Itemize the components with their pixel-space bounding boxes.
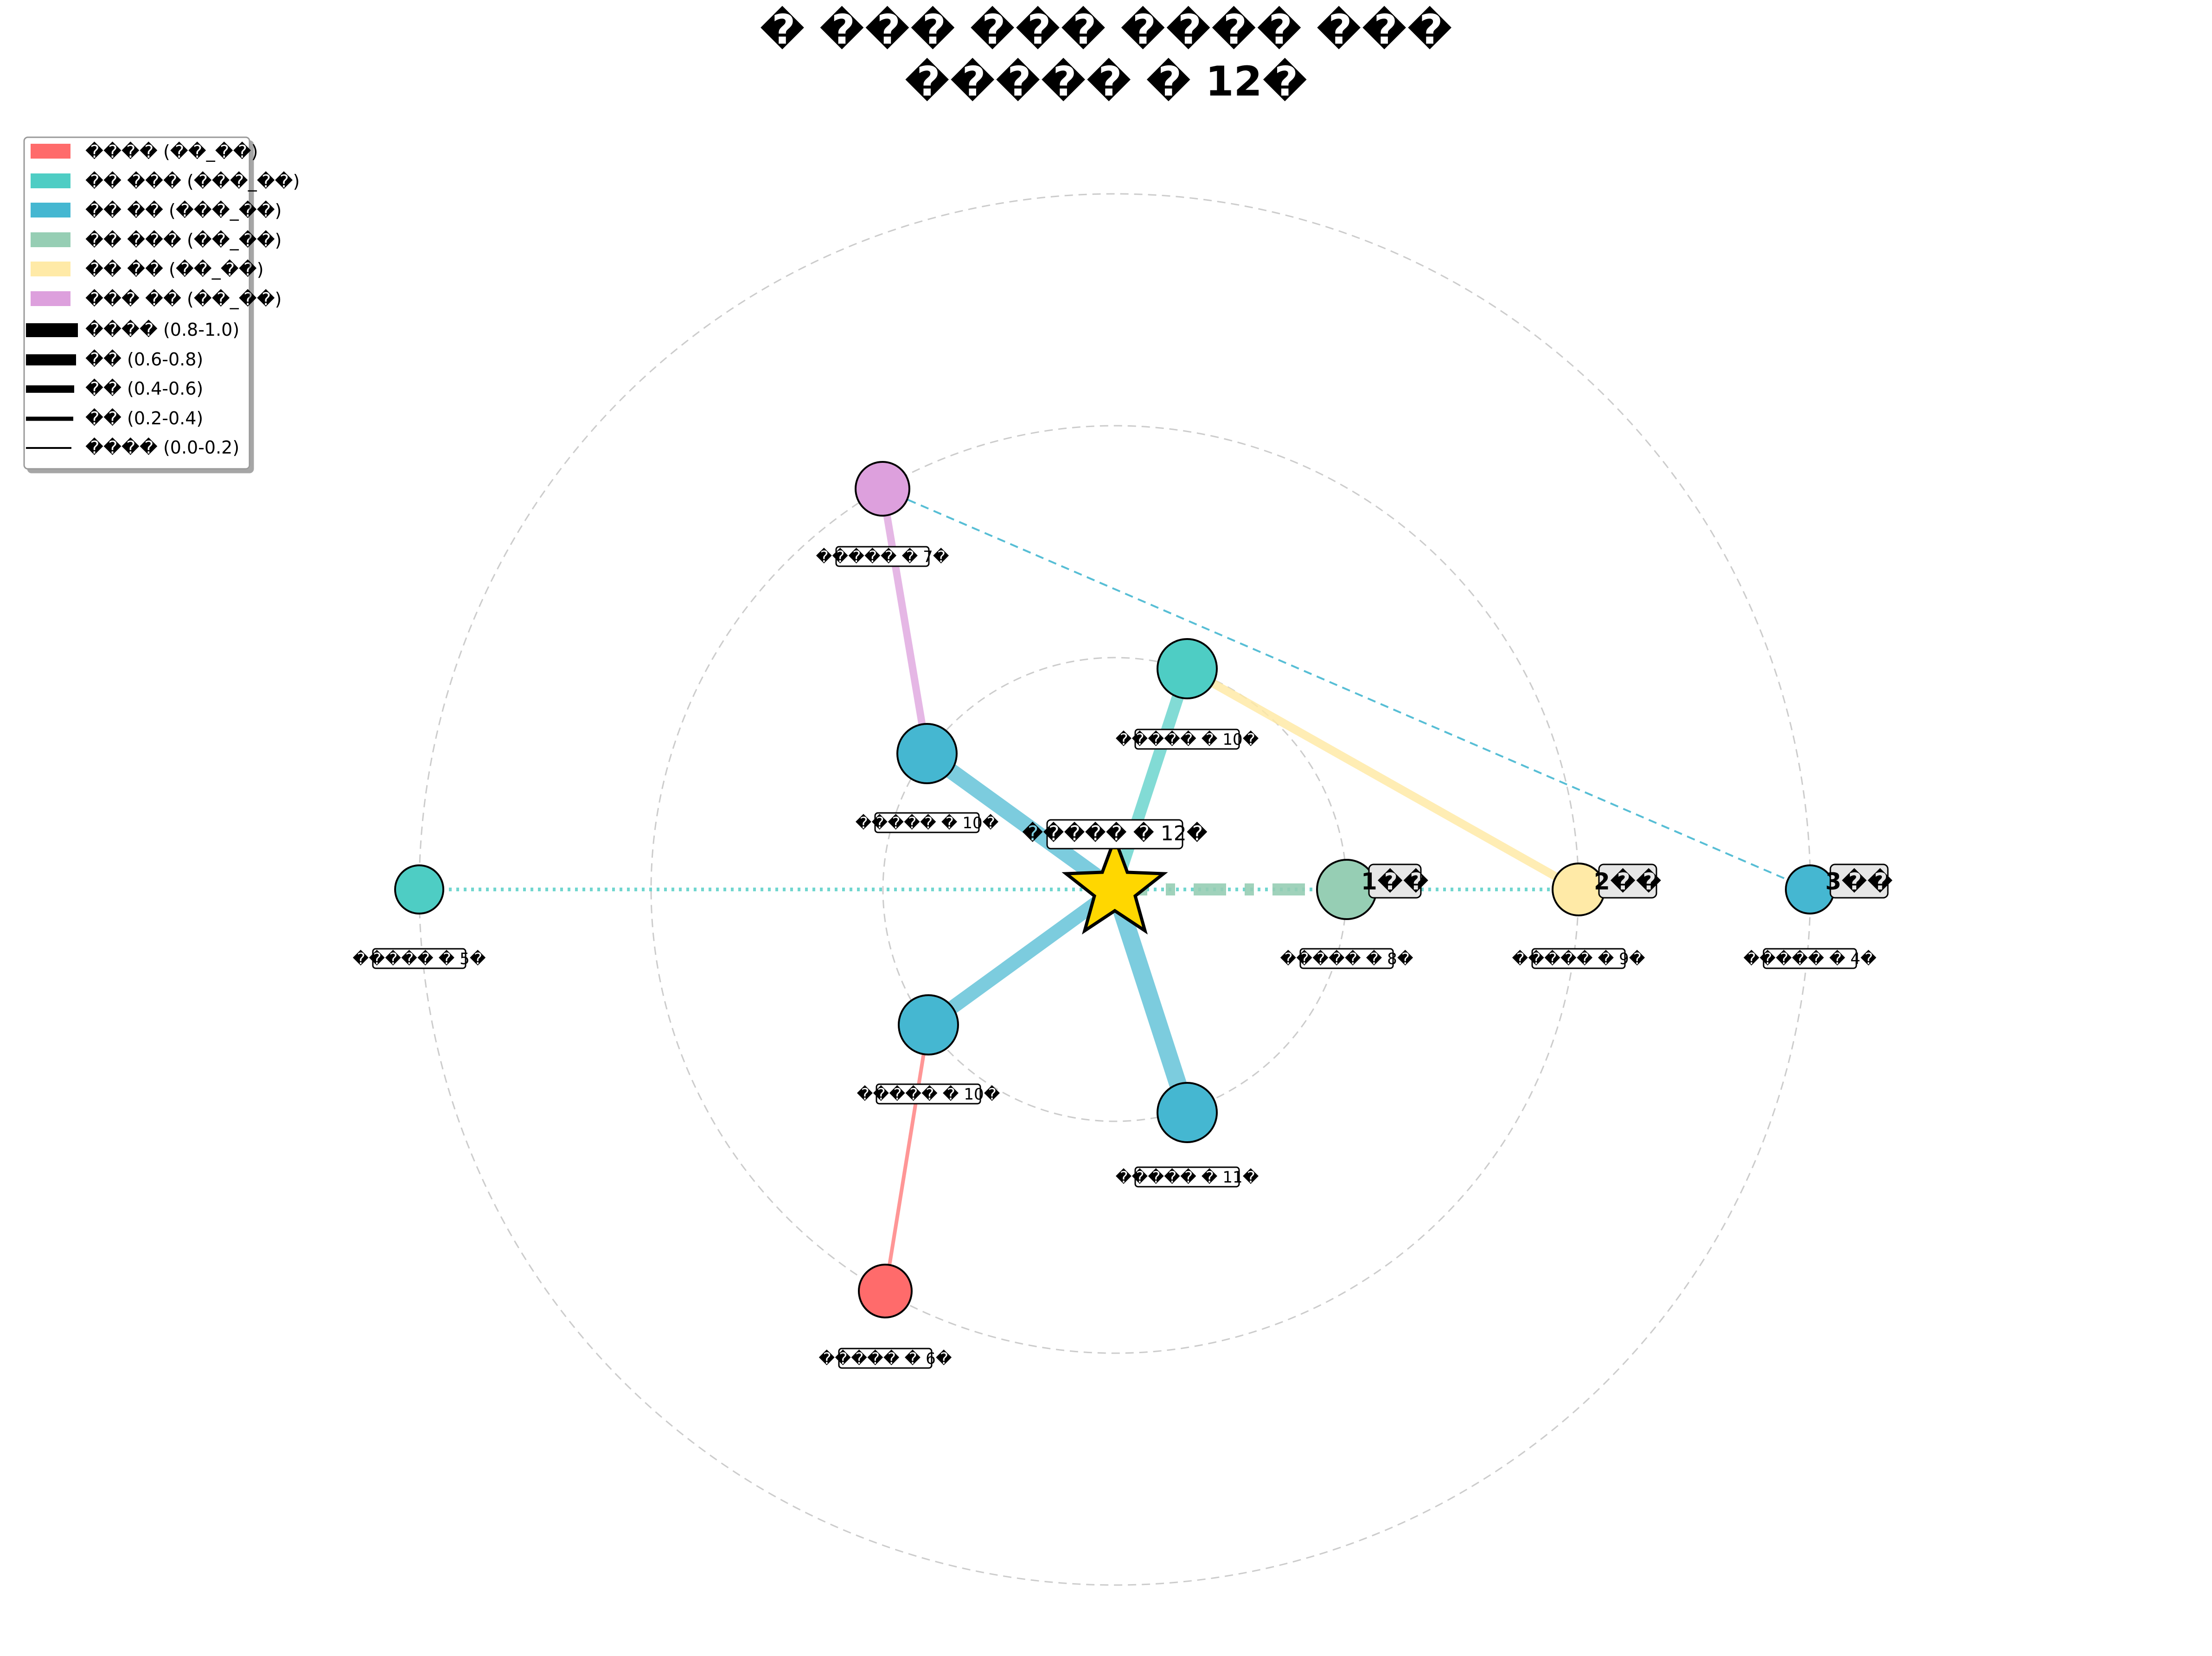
legend-label-4: �� �� (��_��) — [85, 259, 264, 280]
node-n4 — [1157, 1082, 1218, 1143]
node-label-box-n1: ����� � 10� — [1116, 729, 1259, 750]
ring-label-box-3: 3�� — [1825, 863, 1893, 899]
legend-label-1: �� ��� (���_��) — [85, 171, 300, 192]
legend-strength-label-3: �� (0.2-0.4) — [85, 408, 203, 428]
node-label-n2: ����� � 10� — [856, 814, 999, 832]
legend-label-3: �� ��� (��_��) — [85, 230, 282, 250]
node-label-box-n5: ����� � 7� — [816, 546, 949, 567]
edge-n1-n9 — [1185, 665, 1581, 893]
node-label-n7: ����� � 5� — [352, 950, 486, 968]
legend-strength-label-4: ���� (0.0-0.2) — [85, 437, 239, 458]
node-label-box-n6: ����� � 6� — [818, 1348, 952, 1369]
node-n3 — [898, 994, 959, 1055]
ring-label-box-2: 2�� — [1594, 863, 1662, 899]
edge-center-n4 — [1106, 887, 1196, 1115]
legend-label-0: ���� (��_��) — [85, 141, 258, 162]
node-label-n5: ����� � 7� — [816, 548, 949, 566]
legend-label-5: ��� �� (��_��) — [85, 289, 282, 309]
node-n5 — [855, 461, 910, 517]
legend-swatch-4 — [31, 262, 70, 276]
legend-swatch-5 — [31, 291, 70, 306]
legend-item-category-5: ��� �� (��_��) — [31, 289, 282, 309]
node-label-n6: ����� � 6� — [818, 1349, 952, 1368]
edge-n5-n10 — [882, 488, 1810, 890]
title-line-2: ����� � 12� — [904, 58, 1308, 105]
legend-item-category-2: �� �� (���_��) — [31, 200, 282, 221]
legend-swatch-0 — [31, 144, 70, 159]
node-label-n4: ����� � 11� — [1116, 1168, 1259, 1187]
node-labels: ����� � 10� ����� � 10� ����� � 10� ����… — [352, 546, 1877, 1369]
ring-label-1: 1�� — [1361, 868, 1429, 895]
legend: ���� (��_��) �� ��� (���_��) �� �� (���_… — [23, 136, 300, 470]
legend-frame — [23, 136, 250, 470]
node-label-box-n4: ����� � 11� — [1116, 1166, 1259, 1188]
node-label-box-n8: ����� � 8� — [1280, 948, 1413, 969]
edge-center-n3 — [924, 883, 1119, 1031]
center-label-box: ����� � 12� — [1022, 819, 1208, 850]
legend-strength-label-2: �� (0.4-0.6) — [85, 378, 203, 399]
legend-item-category-4: �� �� (��_��) — [31, 259, 264, 280]
node-label-box-n10: ����� � 4� — [1743, 948, 1877, 969]
legend-swatch-3 — [31, 232, 70, 247]
edge-n3-n6 — [883, 1024, 930, 1292]
legend-item-strength-3: �� (0.2-0.4) — [26, 408, 203, 428]
ring-label-box-1: 1�� — [1361, 863, 1429, 899]
legend-item-category-0: ���� (��_��) — [31, 141, 258, 162]
node-label-n3: ����� � 10� — [857, 1085, 1000, 1104]
legend-item-strength-0: ���� (0.8-1.0) — [26, 320, 239, 340]
node-n2 — [896, 723, 958, 784]
chart-title: � ��� ��� ���� ��� ����� � 12� — [0, 4, 2212, 108]
node-label-n10: ����� � 4� — [1743, 950, 1876, 968]
node-n6 — [858, 1264, 913, 1318]
node-label-box-n9: ����� � 9� — [1512, 948, 1645, 969]
edge-center-n2 — [922, 747, 1119, 896]
legend-item-category-3: �� ��� (��_��) — [31, 230, 282, 250]
node-label-n8: ����� � 8� — [1280, 950, 1413, 968]
legend-strength-label-0: ���� (0.8-1.0) — [85, 320, 239, 340]
legend-item-strength-2: �� (0.4-0.6) — [26, 378, 203, 399]
legend-item-category-1: �� ��� (���_��) — [31, 171, 300, 192]
edge-center-n1 — [1109, 666, 1193, 892]
node-n1 — [1157, 638, 1218, 699]
legend-label-2: �� �� (���_��) — [85, 200, 282, 221]
node-label-box-n2: ����� � 10� — [856, 812, 999, 833]
legend-item-strength-4: ���� (0.0-0.2) — [26, 437, 239, 458]
center-label: ����� � 12� — [1022, 821, 1208, 845]
ring-label-3: 3�� — [1825, 868, 1893, 895]
ring-labels: 1�� 2�� 3�� — [1361, 863, 1893, 899]
legend-strength-label-1: �� (0.6-0.8) — [85, 349, 203, 370]
node-label-box-n7: ����� � 5� — [352, 948, 486, 969]
node-label-box-n3: ����� � 10� — [857, 1083, 1000, 1105]
node-label-n1: ����� � 10� — [1116, 730, 1259, 749]
node-n7 — [394, 864, 444, 914]
legend-swatch-2 — [31, 203, 70, 217]
legend-swatch-1 — [31, 173, 70, 188]
title-line-1: � ��� ��� ���� ��� — [759, 6, 1453, 53]
ring-label-2: 2�� — [1594, 868, 1662, 895]
edge-n2-n5 — [879, 488, 931, 754]
legend-item-strength-1: �� (0.6-0.8) — [26, 349, 203, 370]
node-label-n9: ����� � 9� — [1512, 950, 1645, 968]
nodes — [394, 461, 1835, 1318]
center-star-icon — [1061, 833, 1168, 935]
